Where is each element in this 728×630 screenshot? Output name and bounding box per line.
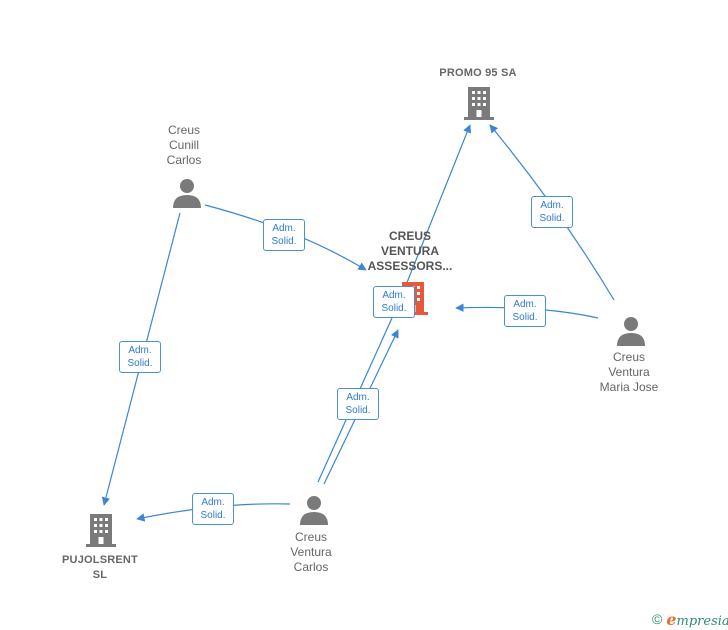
edge-label-carlos-main[interactable]: Adm. Solid.	[337, 388, 379, 420]
edge-label-mariajose-promo[interactable]: Adm. Solid.	[531, 196, 573, 228]
node-label-promo[interactable]: PROMO 95 SA	[439, 67, 517, 79]
copyright-icon: ©	[652, 611, 663, 627]
footer-brand: © empresia	[652, 609, 728, 629]
person-icon-cunill[interactable]	[173, 179, 201, 208]
edge-label-cunill-main[interactable]: Adm. Solid.	[263, 219, 305, 251]
edge-label-main-promo[interactable]: Adm. Solid.	[373, 286, 415, 318]
node-label-main[interactable]: CREUS VENTURA ASSESSORS...	[367, 229, 453, 273]
person-icon-carlos[interactable]	[300, 496, 328, 525]
person-icon-mariajose[interactable]	[617, 317, 645, 346]
edge-label-cunill-pujolsrent[interactable]: Adm. Solid.	[119, 341, 161, 373]
edge-main-to-promo	[403, 124, 472, 291]
node-label-carlos[interactable]: Creus Ventura Carlos	[290, 530, 332, 574]
building-icon-pujolsrent[interactable]	[86, 514, 116, 547]
node-label-cunill[interactable]: Creus Cunill Carlos	[166, 123, 202, 167]
building-icon-promo[interactable]	[464, 87, 494, 120]
edge-label-carlos-pujolsrent[interactable]: Adm. Solid.	[192, 493, 234, 525]
edge-label-mariajose-main[interactable]: Adm. Solid.	[504, 295, 546, 327]
node-label-mariajose[interactable]: Creus Ventura Maria Jose	[599, 350, 659, 394]
node-label-pujolsrent[interactable]: PUJOLSRENT SL	[62, 554, 138, 581]
brand-logo: empresia	[666, 609, 728, 629]
